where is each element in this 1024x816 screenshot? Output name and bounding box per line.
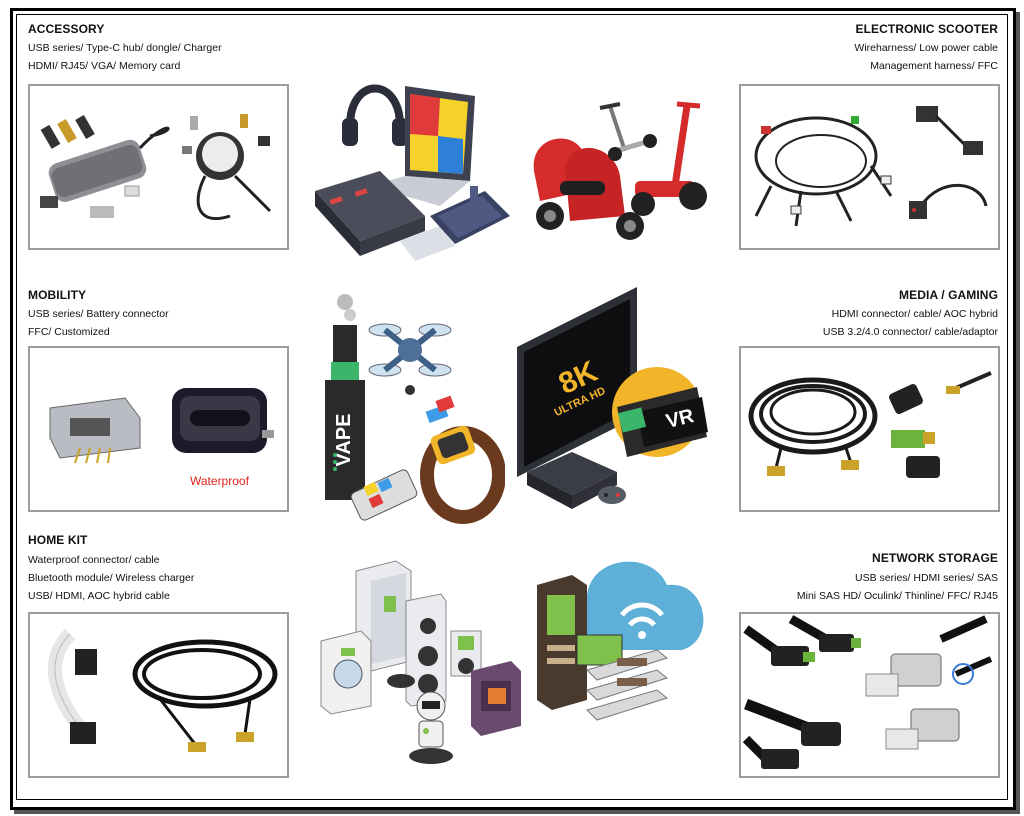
media-gaming-title: MEDIA / GAMING <box>899 288 998 302</box>
robot-icon <box>409 691 453 764</box>
mobility-title: MOBILITY <box>28 288 87 302</box>
speakers-icon <box>405 593 482 707</box>
scooter-harness-image <box>739 84 1000 250</box>
segway-icon <box>631 101 707 216</box>
ssd-icon <box>430 186 510 244</box>
wireless-charger-icon <box>182 114 272 221</box>
wire-harness-icon <box>754 116 893 227</box>
smartwatch-icon <box>420 395 505 524</box>
kick-scooter-icon <box>599 102 657 161</box>
mobility-line-2: FFC/ Customized <box>28 326 110 338</box>
cable-coil-icon <box>132 639 278 752</box>
home-kit-line-2: Bluetooth module/ Wireless charger <box>28 572 195 584</box>
mobility-product-image: Waterproof <box>28 346 289 512</box>
electronic-scooter-line-1: Wireharness/ Low power cable <box>854 42 998 54</box>
media-gaming-line-1: HDMI connector/ cable/ AOC hybrid <box>831 308 998 320</box>
accessory-line-1: USB series/ Type-C hub/ dongle/ Charger <box>28 42 222 54</box>
waterproof-connector-icon <box>172 388 274 453</box>
vr-headset-icon: VR <box>612 367 708 457</box>
mobility-illustration: VAPE <box>315 290 505 530</box>
oven-icon <box>471 661 521 736</box>
waterproof-label: Waterproof <box>190 474 249 488</box>
scooter-illustration <box>515 96 715 266</box>
sas-connector-icon <box>865 615 993 750</box>
hdmi-connector-icon <box>889 371 992 478</box>
server-rack-icon <box>537 575 587 710</box>
robot-vacuum-icon <box>387 674 415 688</box>
network-storage-product-image <box>739 612 1000 778</box>
electronic-scooter-line-2: Management harness/ FFC <box>870 60 998 72</box>
game-console-icon <box>527 452 617 509</box>
home-kit-product-image <box>28 612 289 778</box>
media-gaming-line-2: USB 3.2/4.0 connector/ cable/adaptor <box>822 326 998 338</box>
usb-hub-icon <box>315 171 455 261</box>
network-storage-line-2: Mini SAS HD/ Oculink/ Thinline/ FFC/ RJ4… <box>796 590 998 602</box>
media-gaming-product-image <box>739 346 1000 512</box>
phone-icon <box>350 469 418 521</box>
vape-text: VAPE <box>333 414 355 467</box>
network-storage-illustration <box>532 540 722 740</box>
controller-icon <box>598 486 626 504</box>
laptop-icon <box>370 86 475 206</box>
media-gaming-illustration: 8K ULTRA HD VR <box>512 287 722 517</box>
hdmi-cable-coil-icon <box>748 377 878 476</box>
red-scooter-icon <box>533 138 644 240</box>
home-kit-line-1: Waterproof connector/ cable <box>28 554 160 566</box>
home-kit-illustration <box>316 556 526 776</box>
drone-icon <box>368 323 452 395</box>
washing-machine-icon <box>320 630 372 715</box>
laptop-accessory-illustration <box>310 66 530 276</box>
ffc-cable-icon <box>48 629 97 744</box>
connector-icons <box>761 106 988 219</box>
home-kit-title: HOME KIT <box>28 533 88 547</box>
server-shelf-icon <box>576 634 669 721</box>
accessory-product-image <box>28 84 289 250</box>
mobility-line-1: USB series/ Battery connector <box>28 308 169 320</box>
inner-frame <box>16 14 1008 800</box>
tv-icon: 8K ULTRA HD <box>517 287 637 477</box>
vape-icon: VAPE <box>325 294 365 500</box>
network-storage-title: NETWORK STORAGE <box>872 551 998 565</box>
network-storage-line-1: USB series/ HDMI series/ SAS <box>855 572 998 584</box>
home-kit-line-3: USB/ HDMI, AOC hybrid cable <box>28 590 170 602</box>
usb-hub-icon <box>40 114 170 218</box>
electronic-scooter-title: ELECTRONIC SCOOTER <box>855 22 998 36</box>
accessory-line-2: HDMI/ RJ45/ VGA/ Memory card <box>28 60 181 72</box>
cloud-icon <box>561 561 704 650</box>
accessory-title: ACCESSORY <box>28 22 105 36</box>
mini-sas-cable-icon <box>742 615 861 769</box>
headphones-icon <box>342 84 408 146</box>
usb-connector-icon <box>49 397 141 464</box>
